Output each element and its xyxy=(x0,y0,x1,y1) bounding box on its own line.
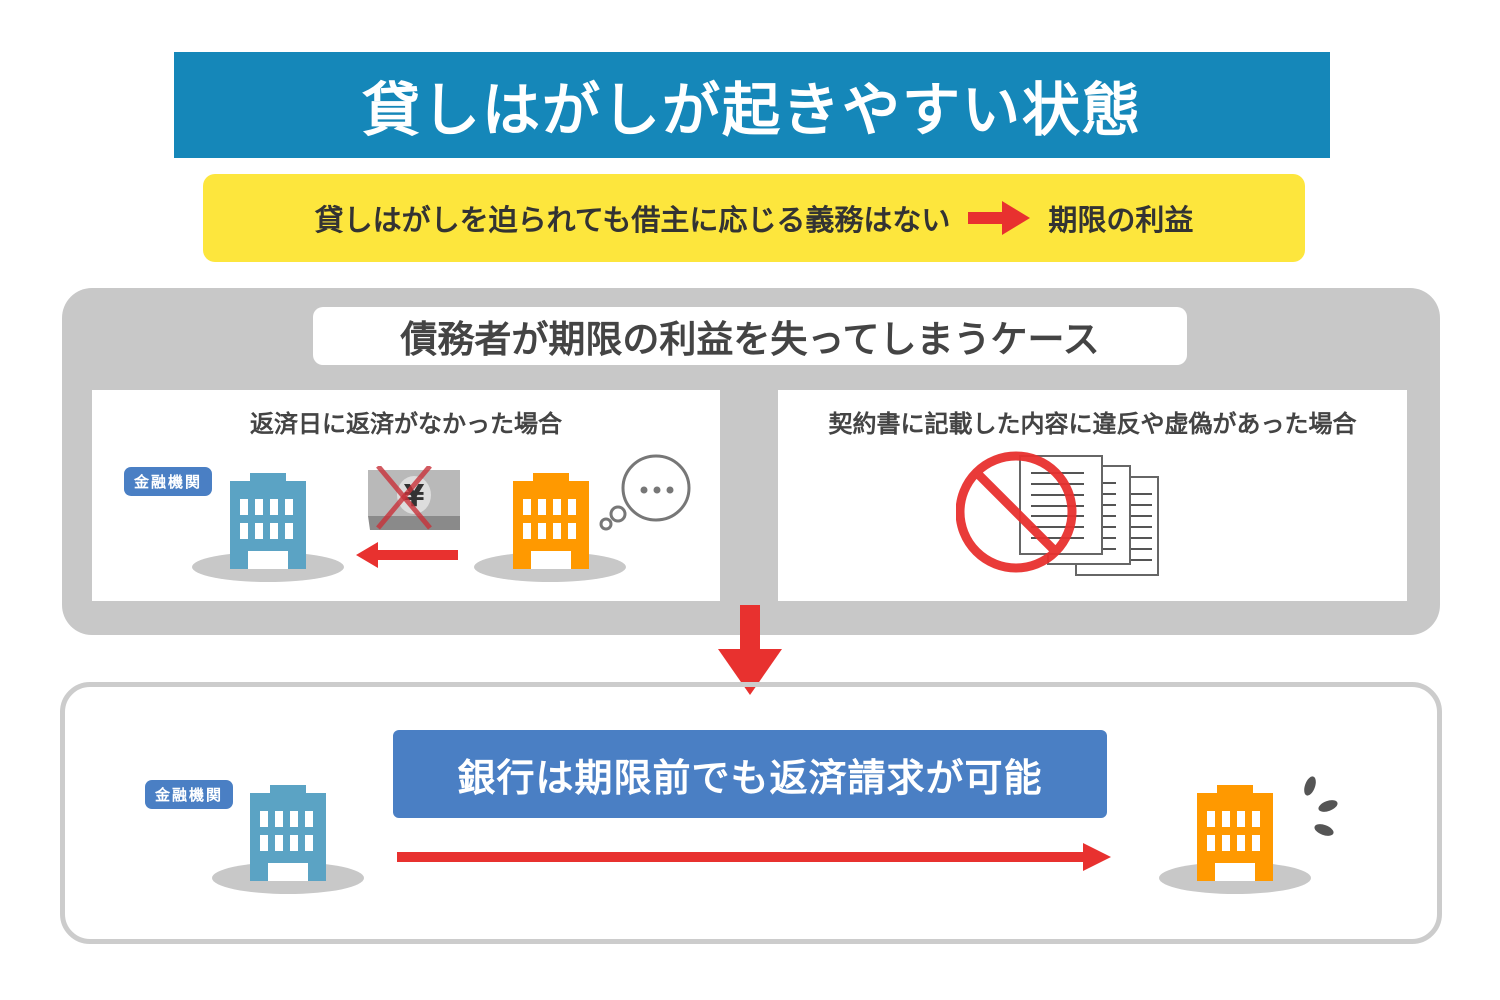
debtor-building-icon xyxy=(1197,785,1273,881)
thought-bubble-icon xyxy=(599,454,691,531)
down-arrow-icon xyxy=(718,605,782,695)
page-title: 貸しはがしが起きやすい状態 xyxy=(174,52,1330,158)
right-arrow-icon xyxy=(968,201,1031,235)
cases-heading: 債務者が期限の利益を失ってしまうケース xyxy=(313,307,1187,365)
case-title: 契約書に記載した内容に違反や虚偽があった場合 xyxy=(828,410,1357,438)
summary-banner: 貸しはがしを迫られても借主に応じる義務はない 期限の利益 xyxy=(203,174,1305,262)
banner-right-text: 期限の利益 xyxy=(1048,203,1194,237)
right-arrow-long-icon xyxy=(397,843,1111,871)
bank-building-icon xyxy=(230,473,306,569)
shock-lines-icon xyxy=(1304,776,1338,836)
prohibited-documents-icon xyxy=(956,451,1159,576)
bank-building-icon xyxy=(250,785,326,881)
case-title: 返済日に返済がなかった場合 xyxy=(250,410,562,438)
financial-institution-badge: 金融機関 xyxy=(124,467,213,496)
case-card-contract-violation: 契約書に記載した内容に違反や虚偽があった場合 xyxy=(778,390,1407,601)
result-box xyxy=(60,682,1442,944)
crossed-yen-money-icon: ¥ xyxy=(368,466,460,530)
financial-institution-badge: 金融機関 xyxy=(145,780,234,809)
debtor-building-icon xyxy=(513,473,589,569)
result-label: 銀行は期限前でも返済請求が可能 xyxy=(393,730,1107,818)
banner-left-text: 貸しはがしを迫られても借主に応じる義務はない xyxy=(314,203,951,237)
left-arrow-icon xyxy=(356,542,458,568)
case-card-missed-payment: 返済日に返済がなかった場合 金融機関 ¥ xyxy=(92,390,720,601)
